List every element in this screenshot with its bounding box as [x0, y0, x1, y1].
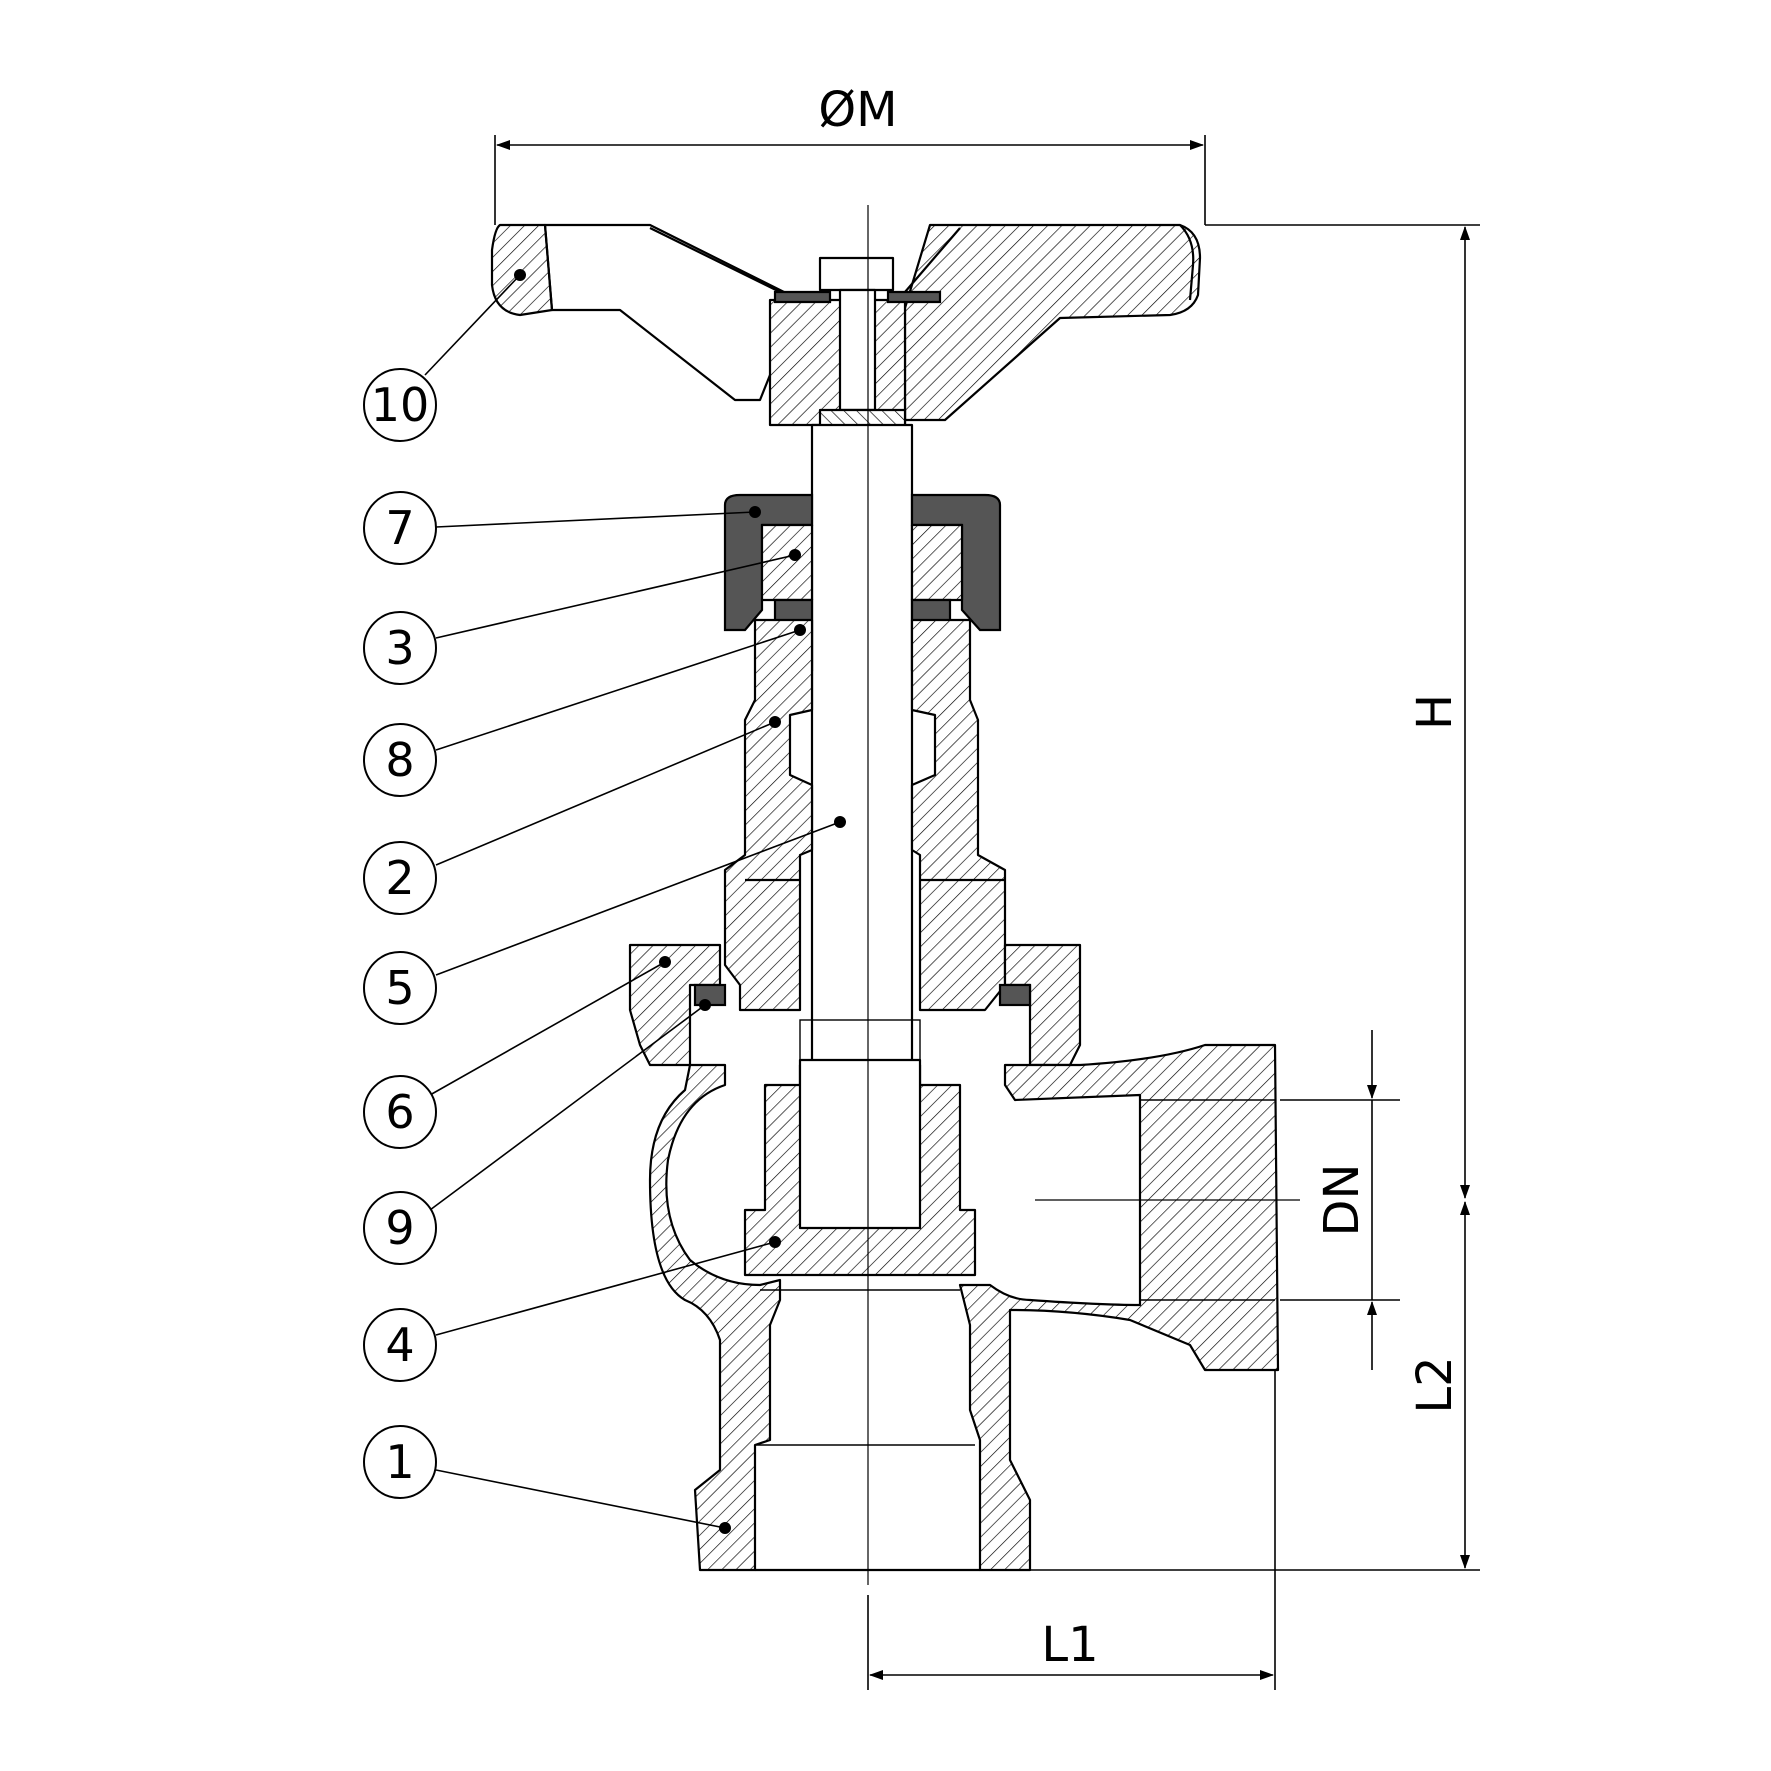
dimension-L1: L1 [867, 1370, 1276, 1690]
union-nut [628, 943, 1082, 1067]
callout-9-label: 9 [385, 1201, 414, 1255]
callout-2: 2 [363, 716, 781, 915]
dimension-L1-label: L1 [1041, 1617, 1098, 1673]
dimension-H: H [1205, 224, 1480, 1199]
callout-8: 8 [363, 624, 806, 797]
dimension-M: ØM [494, 82, 1206, 225]
callout-10-label: 10 [371, 378, 430, 432]
dimension-L2-label: L2 [1407, 1356, 1463, 1413]
dimension-DN-label: DN [1314, 1164, 1370, 1237]
callout-6-label: 6 [385, 1085, 414, 1139]
callout-1-label: 1 [385, 1435, 414, 1489]
callout-3: 3 [363, 549, 801, 685]
callout-5-label: 5 [385, 961, 414, 1015]
callout-9: 9 [363, 999, 711, 1265]
callout-3-label: 3 [385, 621, 414, 675]
valve-body [648, 1043, 1280, 1572]
callout-1: 1 [363, 1425, 731, 1534]
callout-4: 4 [363, 1236, 781, 1382]
callout-5: 5 [363, 816, 846, 1025]
centerlines [867, 205, 1300, 1585]
dimension-DN: DN [1280, 1030, 1400, 1370]
callout-6: 6 [363, 956, 671, 1149]
handwheel [490, 223, 1202, 452]
callout-7-label: 7 [385, 501, 414, 555]
callout-10: 10 [363, 269, 526, 442]
disc [743, 1058, 977, 1277]
bonnet [723, 618, 1007, 1012]
callout-2-label: 2 [385, 851, 414, 905]
callout-4-label: 4 [385, 1318, 414, 1372]
dimension-H-label: H [1407, 694, 1463, 730]
dimension-L2: L2 [1030, 1201, 1480, 1571]
callout-8-label: 8 [385, 733, 414, 787]
dimension-M-label: ØM [818, 82, 897, 138]
callout-7: 7 [363, 491, 761, 565]
